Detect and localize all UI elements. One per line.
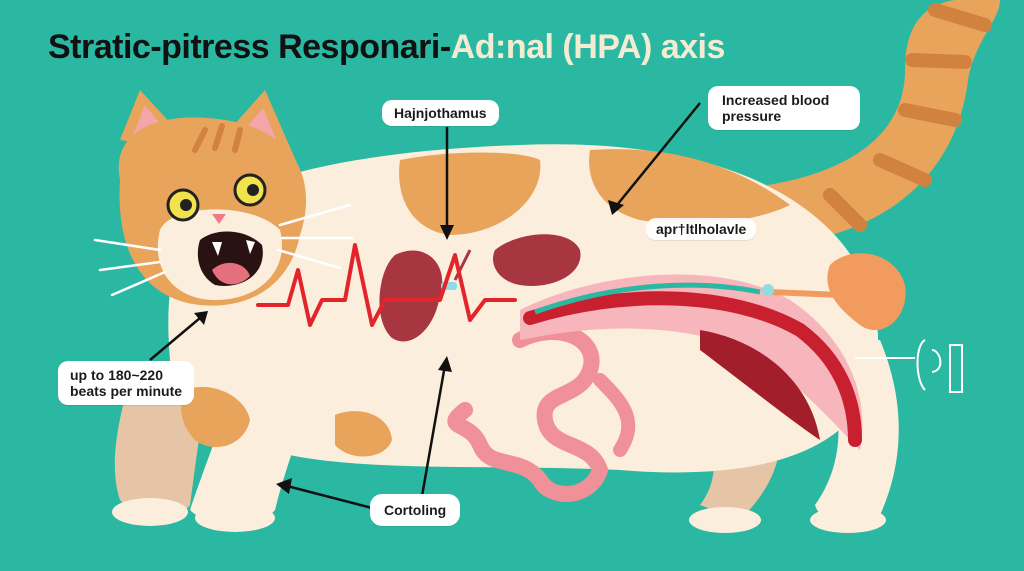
label-heart-rate: up to 180~220 beats per minute [58, 361, 195, 405]
cat-paw [689, 507, 761, 533]
intestines [447, 324, 609, 502]
cat-patch-hip [589, 149, 790, 225]
nerve-line [534, 282, 761, 315]
pointer-arrows [149, 102, 701, 510]
label-cortisol: Cortoling [370, 494, 461, 526]
blood-vessels [523, 291, 862, 447]
cat-paw [810, 507, 886, 533]
title-part-light: Ad:nal (HPA) axis [450, 28, 726, 66]
cat-patch-chest [181, 386, 250, 448]
cat-tongue [212, 262, 250, 285]
label-hypothalamus: Hajnjothamus [382, 100, 499, 126]
orange-gland [827, 253, 906, 331]
gland-node [762, 284, 774, 296]
tail-stripes [823, 3, 992, 232]
intestine-loop [593, 373, 636, 457]
head-stripes [192, 123, 243, 153]
cat-paw [112, 498, 188, 526]
brain-symbol-icon [855, 339, 963, 393]
cat-pupil [247, 184, 259, 196]
arrow-heart-rate [149, 317, 201, 361]
label-sympathetic: apr†ltlholavle [646, 218, 757, 240]
adrenal-vessel [453, 249, 472, 281]
cat-paw [195, 504, 275, 532]
title-part-dark: Stratic-pitress Responari- [48, 28, 451, 66]
cat-pupil [180, 199, 192, 211]
cat-whiskers [93, 203, 354, 297]
cat-nose [212, 214, 226, 224]
heart-rate-unit: beats per minute [70, 383, 183, 399]
gland-duct [767, 289, 843, 298]
cat-patch-back [399, 152, 541, 235]
liver-organ [492, 234, 581, 286]
cat-fang [212, 240, 255, 256]
arrow-cortisol-up [420, 364, 447, 497]
muscle-core [700, 330, 820, 440]
arrow-cortisol-left [286, 484, 373, 510]
arrow-blood-pressure [616, 102, 701, 206]
kidney-icon [379, 250, 443, 342]
heartbeat-line-icon [256, 243, 517, 327]
label-blood-pressure: Increased blood pressure [708, 86, 860, 130]
diagram-title: Stratic-pitress Responari-Ad:nal (HPA) a… [48, 28, 725, 67]
cat-patch-belly [335, 411, 392, 457]
heart-rate-value: up to 180~220 [70, 367, 163, 383]
